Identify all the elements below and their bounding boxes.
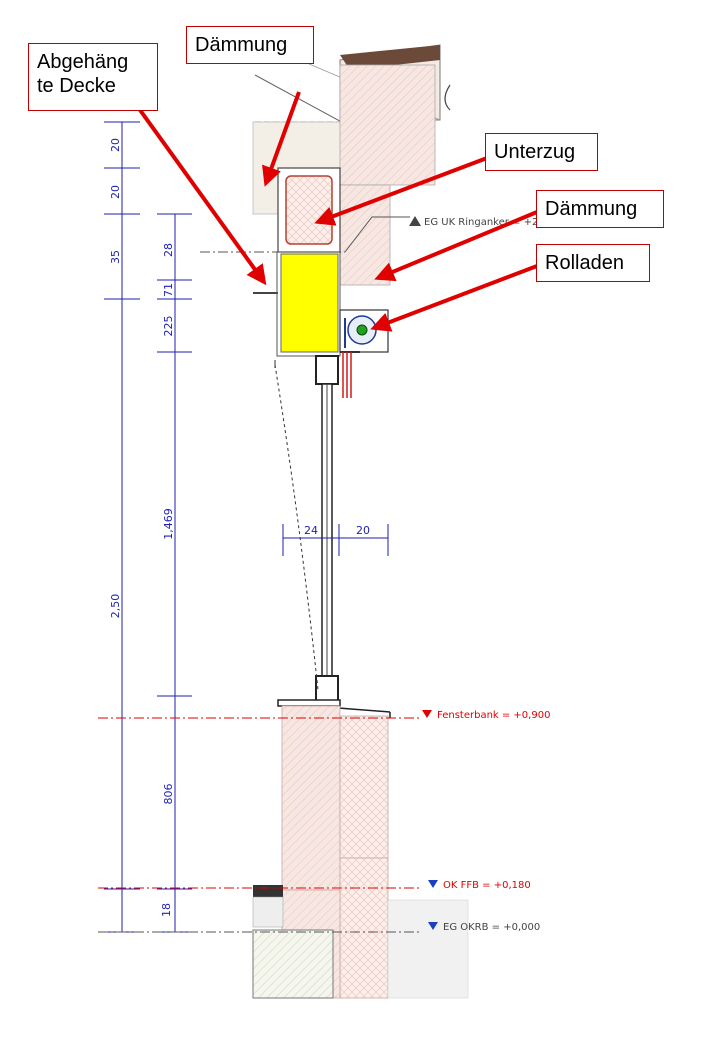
callout-abgehaengte-decke-line2: te Decke: [37, 75, 116, 97]
dim-outer-0: 20: [109, 138, 122, 152]
dim-inner-2: 225: [162, 316, 175, 337]
callout-abgehaengte-decke-line1: Abgehäng: [37, 51, 129, 73]
lower-wall: [252, 705, 469, 999]
dim-horizontal-0: 24: [304, 524, 318, 537]
callout-abgehaengte-decke: Abgehäng te Decke: [28, 43, 158, 111]
annotation-arrows: [138, 91, 538, 332]
dim-inner-1: 71: [162, 283, 175, 297]
callout-daemmung-right-text: Dämmung: [545, 198, 638, 220]
yellow-insulation: [280, 253, 339, 353]
callout-unterzug: Unterzug: [485, 133, 598, 171]
arrow-daemmung-top: [262, 91, 301, 187]
dim-outer-1: 20: [109, 185, 122, 199]
dim-outer-4: 18: [160, 903, 173, 917]
dim-horizontal-1: 20: [356, 524, 370, 537]
dimension-chain-outer: [104, 121, 140, 933]
level-label-fensterbank: Fensterbank = +0,900: [437, 710, 550, 721]
rolladen-box: [339, 309, 389, 398]
arrow-unterzug: [314, 156, 488, 226]
level-label-eg-okrb: EG OKRB = +0,000: [443, 922, 540, 933]
callout-daemmung-right: Dämmung: [536, 190, 664, 228]
unterzug-beam: [277, 167, 341, 253]
arrow-rolladen: [370, 264, 538, 332]
dim-inner-3: 1,469: [162, 508, 175, 540]
callout-rolladen-text: Rolladen: [545, 252, 624, 274]
arrow-daemmung-right: [374, 210, 538, 282]
callout-unterzug-text: Unterzug: [494, 141, 576, 163]
callout-daemmung-top: Dämmung: [186, 26, 314, 64]
level-line-ringanker-step: [344, 216, 410, 253]
arrow-abgehaengte-decke: [138, 108, 267, 286]
dim-outer-3: 2,50: [109, 594, 122, 619]
triangle-icon-eg-okrb: [428, 922, 438, 930]
dim-inner-0: 28: [162, 243, 175, 257]
callout-rolladen: Rolladen: [536, 244, 650, 282]
window: [274, 355, 339, 705]
callout-daemmung-top-text: Dämmung: [195, 34, 288, 56]
dim-outer-2: 35: [109, 250, 122, 264]
dim-inner-4: 806: [162, 784, 175, 805]
triangle-icon-ringanker: [409, 216, 421, 226]
triangle-icon-fensterbank: [422, 710, 432, 718]
level-label-ringanker: EG UK Ringanker = +2,880: [424, 217, 561, 228]
level-label-ok-ffb: OK FFB = +0,180: [443, 880, 531, 891]
triangle-icon-ok-ffb: [428, 880, 438, 888]
dimension-horizontal: [282, 524, 389, 556]
